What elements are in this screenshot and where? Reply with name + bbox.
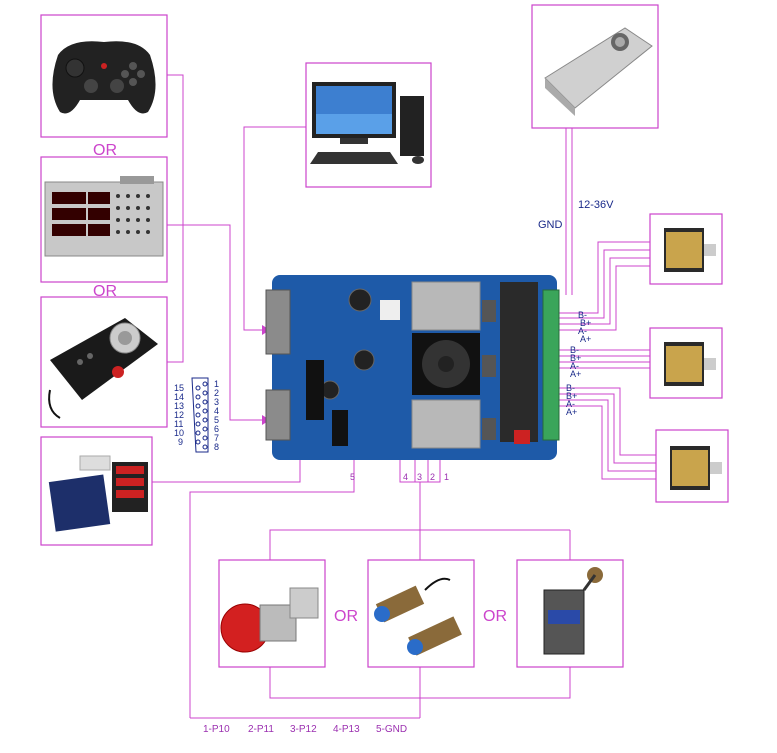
wire-label: B+ (566, 391, 577, 401)
pin-label: 11 (174, 419, 183, 429)
control-panel-icon (44, 176, 164, 257)
wire-label: A+ (566, 407, 577, 417)
wire-label: B+ (570, 353, 581, 363)
wire-label: A- (570, 361, 579, 371)
bottom-pin-legend: 1-P10 2-P11 3-P12 4-P13 5-GND (203, 724, 407, 735)
device-boxes (40, 4, 729, 668)
estop-button-icon (220, 587, 319, 653)
display-module-icon (48, 455, 148, 532)
pin-label: 4 (214, 406, 219, 416)
connector-4-label: 4 (403, 472, 408, 482)
proximity-sensor-icon (374, 577, 462, 656)
pin-legend-item: 2-P11 (248, 724, 274, 735)
wire-label: A- (566, 399, 575, 409)
pin-label: 3 (214, 397, 219, 407)
motor-3-wire-labels: B- B+ A- A+ (566, 383, 577, 417)
wire-label: A+ (580, 334, 591, 344)
pin-label: 8 (214, 442, 219, 452)
gnd-label: GND (538, 219, 563, 231)
pin-label: 1 (214, 379, 219, 389)
stepper-motor-1 (664, 228, 716, 272)
or-label-1: OR (93, 142, 117, 159)
connector-3-label: 3 (417, 472, 422, 482)
or-label-3: OR (334, 608, 358, 625)
wire-label: B- (566, 383, 575, 393)
connector-2-label: 2 (430, 472, 435, 482)
pin-label: 5 (214, 415, 219, 425)
or-label-2: OR (93, 283, 117, 300)
pin-label: 12 (174, 410, 184, 420)
limit-switch-icon (543, 567, 603, 655)
db15-pin-labels-right: 1 2 3 4 5 6 7 8 (214, 379, 219, 452)
motor-2-wire-labels: B- B+ A- A+ (570, 345, 581, 379)
db15-pin-labels-left: 15 14 13 12 11 10 9 (174, 383, 184, 447)
gamepad-icon (52, 41, 156, 114)
connector-1-label: 1 (444, 472, 449, 482)
connector-5-label: 5 (350, 472, 355, 482)
stepper-motor-2 (664, 342, 716, 386)
pin-label: 9 (178, 437, 183, 447)
wire-label: A- (578, 326, 587, 336)
pin-legend-item: 3-P12 (290, 724, 317, 735)
pin-label: 10 (174, 428, 184, 438)
computer-icon (310, 82, 424, 164)
driver-board (265, 275, 560, 460)
wire-label: B+ (580, 318, 591, 328)
wire-label: A+ (570, 369, 581, 379)
pin-legend-item: 1-P10 (203, 724, 230, 735)
power-supply-icon (544, 27, 653, 116)
pin-label: 14 (174, 392, 184, 402)
handwheel-pendant-icon (48, 318, 158, 419)
motor-1-wire-labels: B- B+ A- A+ (578, 310, 591, 344)
pin-label: 2 (214, 388, 219, 398)
or-label-4: OR (483, 608, 507, 625)
pin-label: 7 (214, 433, 219, 443)
stepper-motor-3 (670, 446, 722, 490)
wire-label: B- (570, 345, 579, 355)
pin-label: 6 (214, 424, 219, 434)
pin-label: 15 (174, 383, 184, 393)
voltage-label: 12-36V (578, 199, 614, 211)
pin-legend-item: 4-P13 (333, 724, 360, 735)
pin-legend-item: 5-GND (376, 724, 407, 735)
wire-label: B- (578, 310, 587, 320)
db15-connector (191, 377, 209, 453)
pin-label: 13 (174, 401, 184, 411)
